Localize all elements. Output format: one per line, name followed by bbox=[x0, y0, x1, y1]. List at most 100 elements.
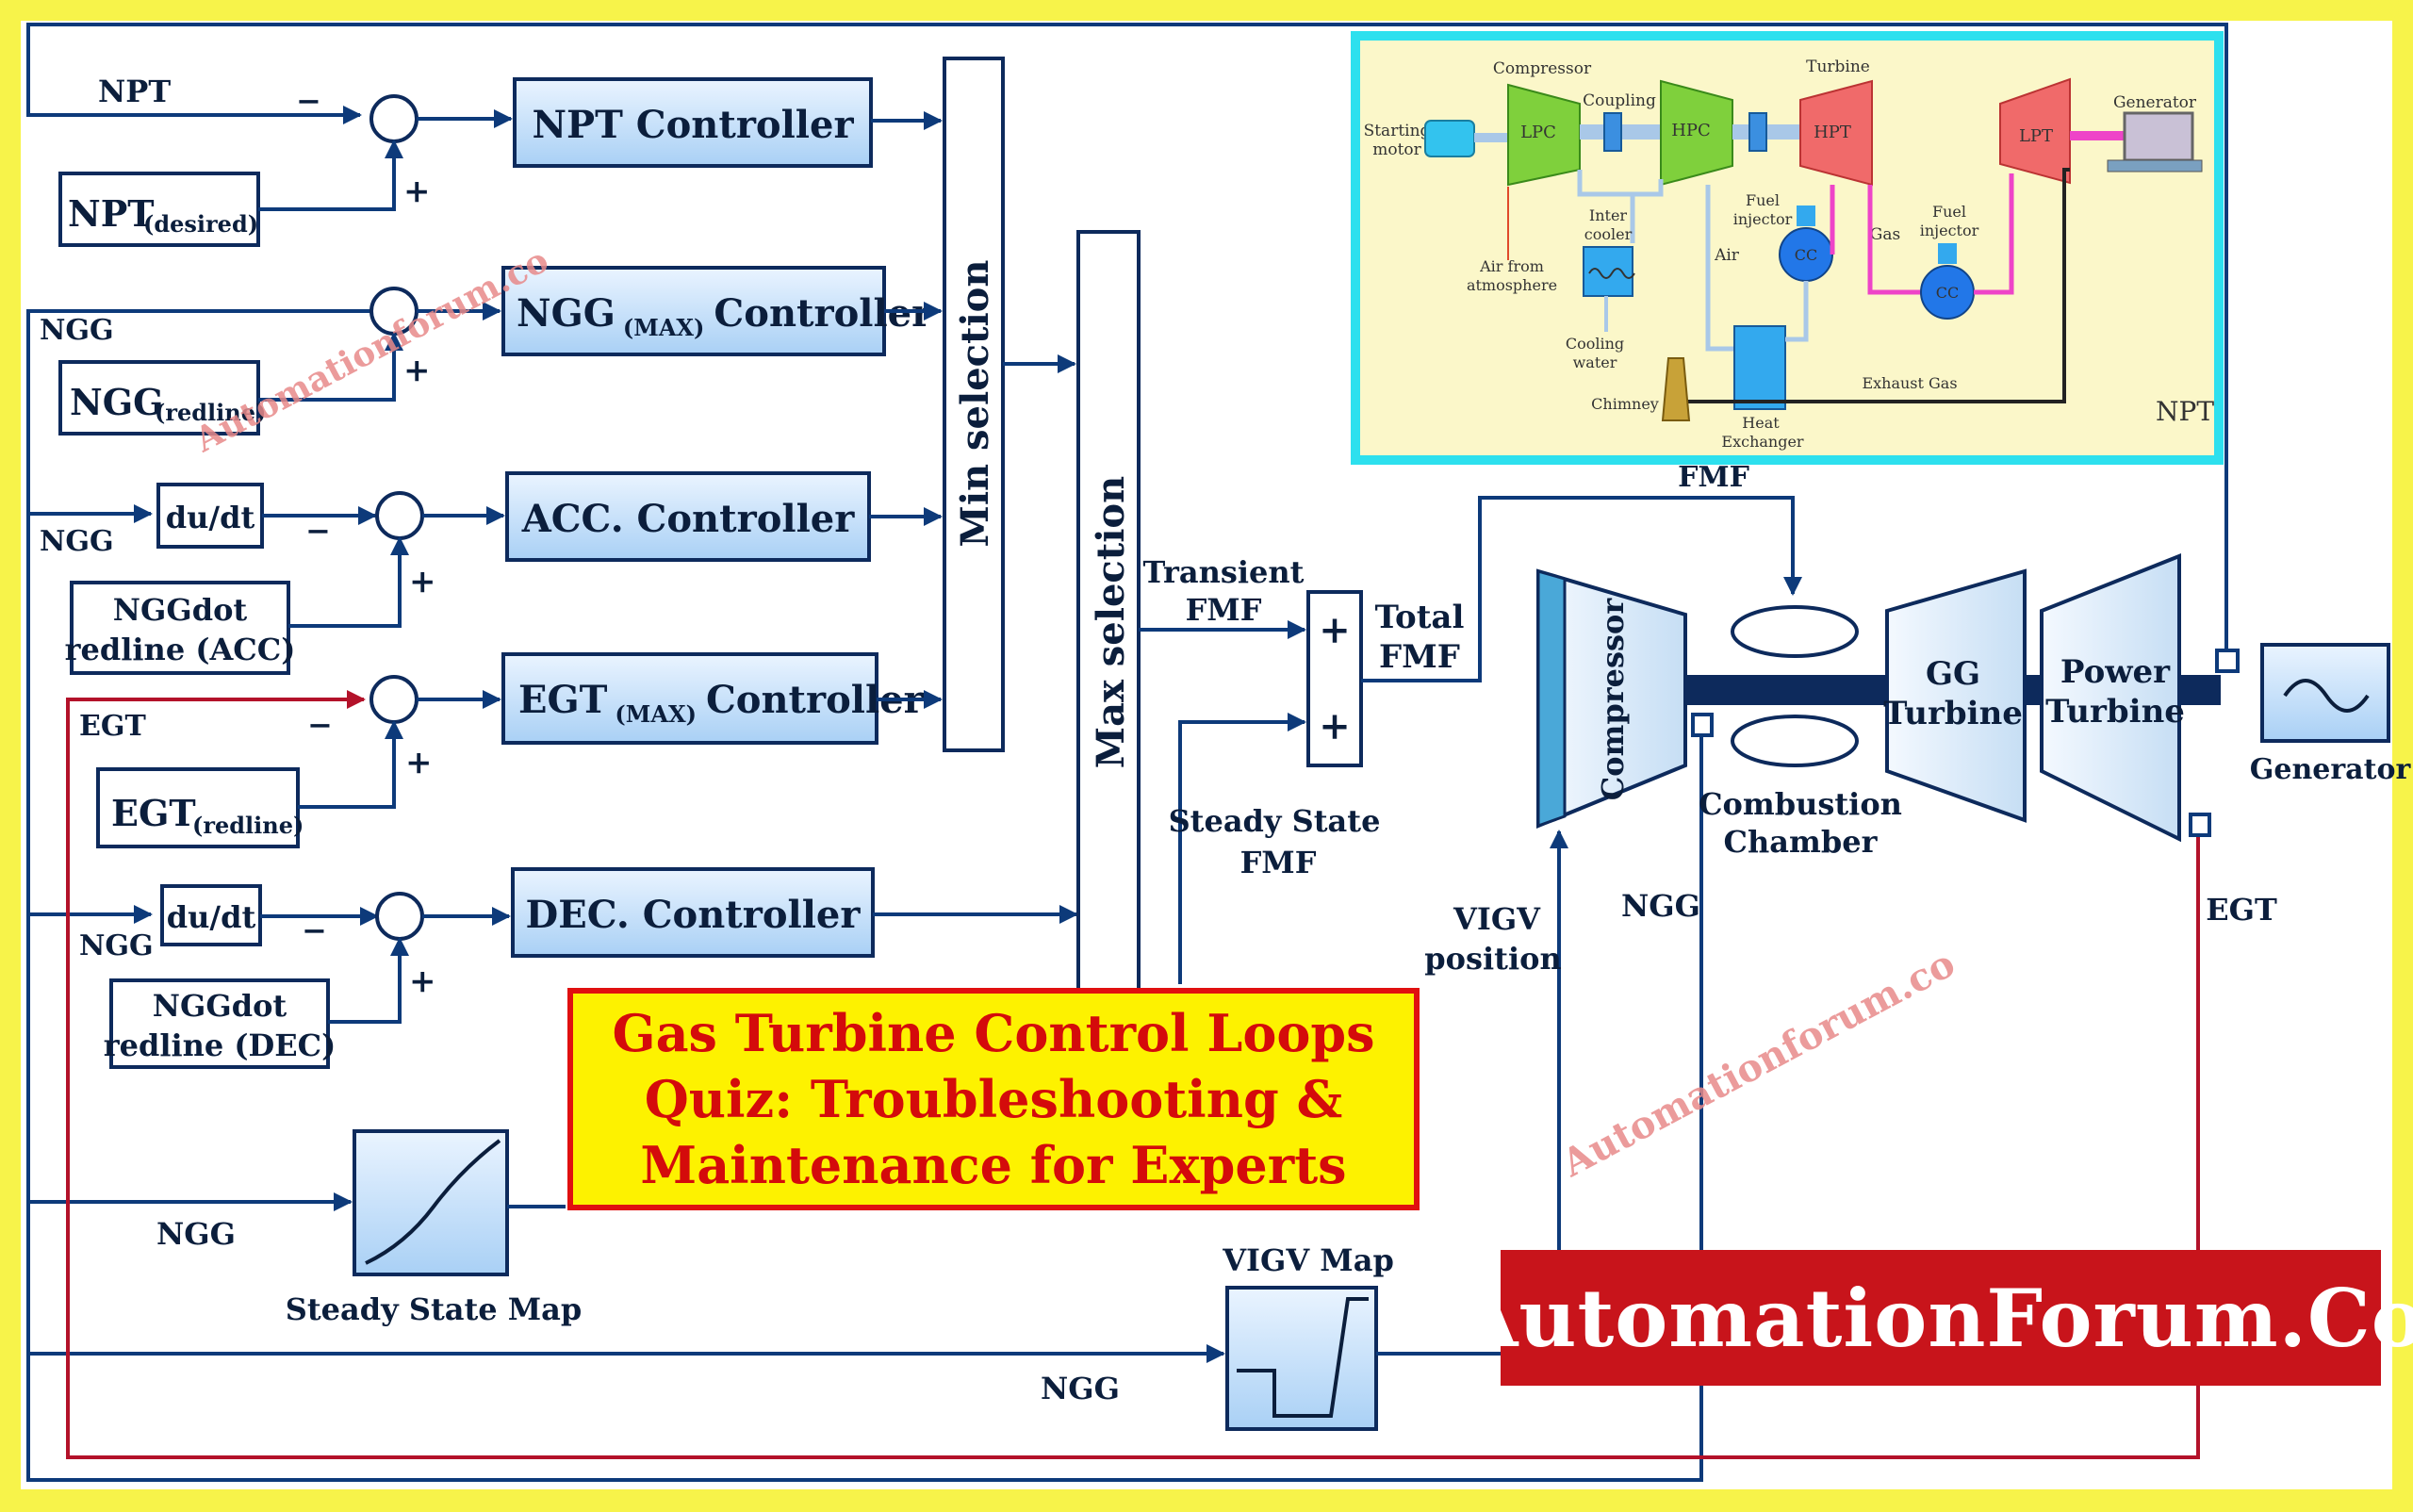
cc-label: CC bbox=[1795, 246, 1817, 264]
ngg-signal-label: NGG bbox=[79, 929, 154, 962]
intercooler-label: Inter bbox=[1589, 206, 1628, 224]
intercooler-label: cooler bbox=[1584, 225, 1633, 243]
combustion-chamber-label: Combustion bbox=[1699, 786, 1902, 822]
lpt-label: LPT bbox=[2019, 126, 2053, 146]
du-dt-label: du/dt bbox=[167, 899, 256, 935]
ngg-signal-label: NGG bbox=[40, 525, 114, 558]
steady-state-fmf-label: FMF bbox=[1240, 845, 1317, 880]
generator-label: Generator bbox=[2250, 753, 2412, 786]
summing-junction bbox=[369, 675, 419, 724]
fmf-label: FMF bbox=[1678, 461, 1749, 494]
du-dt-block bbox=[156, 483, 264, 549]
inset-turbine-label: Turbine bbox=[1806, 58, 1870, 76]
npt-sensor bbox=[2215, 649, 2240, 673]
ngg-redline-label: NGG bbox=[70, 381, 164, 423]
air-from-atmosphere-label: Air from bbox=[1479, 257, 1544, 275]
ngg-signal-label: NGG bbox=[1041, 1371, 1120, 1406]
inset-compressor-label: Compressor bbox=[1493, 59, 1592, 78]
intercooler-shape bbox=[1583, 246, 1633, 297]
max-selection-block bbox=[1076, 230, 1141, 1007]
plus-sign: + bbox=[1319, 608, 1351, 652]
minus-sign: − bbox=[302, 912, 327, 948]
gg-turbine-label: Turbine bbox=[1883, 695, 2023, 732]
ngg-signal-label: NGG bbox=[40, 314, 114, 347]
egt-redline-sub: (redline) bbox=[192, 812, 304, 839]
inset-generator-shape bbox=[2123, 111, 2194, 162]
gg-turbine-shape bbox=[1885, 568, 2027, 823]
egt-output-label: EGT bbox=[2206, 892, 2277, 928]
fuel-injector-label: Fuel bbox=[1932, 203, 1966, 221]
egt-max-controller-label: EGT(MAX)Controller bbox=[518, 678, 925, 728]
vigv-map-label: VIGV Map bbox=[1222, 1242, 1394, 1278]
plus-sign: + bbox=[409, 563, 436, 600]
cooling-water-label: Cooling bbox=[1566, 335, 1624, 353]
npt-controller-block bbox=[513, 77, 873, 168]
min-selection-block bbox=[943, 57, 1005, 752]
ngg-max-controller-label: NGG(MAX)Controller bbox=[517, 291, 932, 341]
npt-signal-label: NPT bbox=[98, 74, 171, 109]
summing-junction bbox=[375, 491, 424, 540]
lpc-label: LPC bbox=[1520, 123, 1556, 142]
transient-fmf-label: FMF bbox=[1186, 592, 1262, 628]
air-from-atmosphere-label: atmosphere bbox=[1467, 276, 1557, 294]
ngg-redline-sub: (redline) bbox=[155, 399, 266, 426]
acc-controller-label: ACC. Controller bbox=[521, 497, 856, 541]
fuel-summing-block bbox=[1306, 590, 1363, 767]
ngg-sensor bbox=[1691, 713, 1714, 737]
inset-air-label: Air bbox=[1714, 246, 1740, 265]
minus-sign: − bbox=[305, 513, 331, 549]
watermark-text: Automationforum.co bbox=[1554, 941, 1962, 1186]
npt-controller-label: NPT Controller bbox=[532, 103, 854, 147]
nggdot-acc-line1: NGGdot bbox=[113, 592, 248, 628]
egt-redline-label: EGT bbox=[111, 792, 196, 834]
hpc-shape bbox=[1660, 79, 1733, 187]
npt-faded-label: NPT bbox=[2156, 396, 2214, 427]
combustion-chamber-label: Chamber bbox=[1724, 824, 1879, 860]
ngg-redline-box bbox=[58, 360, 260, 436]
steady-state-map-curve bbox=[365, 1139, 501, 1265]
brand-name: AutomationForum.Co bbox=[1456, 1271, 2413, 1365]
gas-turbine-schematic-inset: Compressor Turbine Coupling Generator St… bbox=[1351, 31, 2224, 465]
chimney-label: Chimney bbox=[1591, 395, 1659, 413]
npt-desired-box bbox=[58, 172, 260, 247]
power-turbine-label: Power bbox=[2060, 653, 2171, 691]
inset-coupling-label: Coupling bbox=[1583, 91, 1656, 110]
watermark-text: Automationforum.co bbox=[188, 240, 555, 461]
power-turbine-shape bbox=[2040, 553, 2181, 843]
npt-desired-label: NPT bbox=[68, 192, 155, 235]
total-fmf-label: Total bbox=[1375, 599, 1465, 636]
inset-starting-motor-label: Starting bbox=[1364, 122, 1431, 140]
min-selection-label: Min selection bbox=[953, 260, 997, 548]
ngg-output-label: NGG bbox=[1621, 888, 1700, 924]
fuel-injector-label: Fuel bbox=[1746, 191, 1780, 209]
egt-signal-label: EGT bbox=[79, 710, 146, 743]
title-line: Maintenance for Experts bbox=[640, 1135, 1347, 1195]
fuel-injector-label: injector bbox=[1733, 210, 1793, 228]
ac-sine-icon bbox=[2283, 679, 2370, 713]
power-turbine-label: Turbine bbox=[2045, 693, 2185, 731]
nggdot-acc-box bbox=[70, 581, 290, 675]
lpt-shape bbox=[1999, 77, 2071, 185]
fuel-injector-label: injector bbox=[1920, 222, 1979, 239]
combustor-ellipse bbox=[1731, 715, 1859, 767]
nggdot-dec-line1: NGGdot bbox=[153, 988, 287, 1024]
ngg-max-controller-block bbox=[501, 266, 886, 356]
npt-desired-sub: (desired) bbox=[143, 210, 258, 238]
npt-feedback-wire bbox=[26, 23, 2228, 667]
vigv-position-label: VIGV bbox=[1453, 901, 1541, 937]
ngg-signal-label: NGG bbox=[156, 1216, 236, 1252]
compressor-label: Compressor bbox=[1595, 598, 1631, 801]
du-dt-block bbox=[160, 884, 262, 946]
summing-junction bbox=[375, 892, 424, 941]
steady-state-map-label: Steady State Map bbox=[286, 1291, 583, 1327]
minus-sign: − bbox=[296, 83, 321, 119]
cc-label: CC bbox=[1936, 284, 1959, 302]
max-selection-label: Max selection bbox=[1089, 476, 1133, 768]
acc-controller-block bbox=[505, 471, 871, 562]
ngg-feedback-wire bbox=[26, 302, 1703, 1482]
heat-exchanger-shape bbox=[1733, 325, 1786, 410]
coupling-shape bbox=[1748, 112, 1767, 152]
vigv-position-label: position bbox=[1424, 941, 1561, 977]
combustor-ellipse bbox=[1731, 605, 1859, 658]
